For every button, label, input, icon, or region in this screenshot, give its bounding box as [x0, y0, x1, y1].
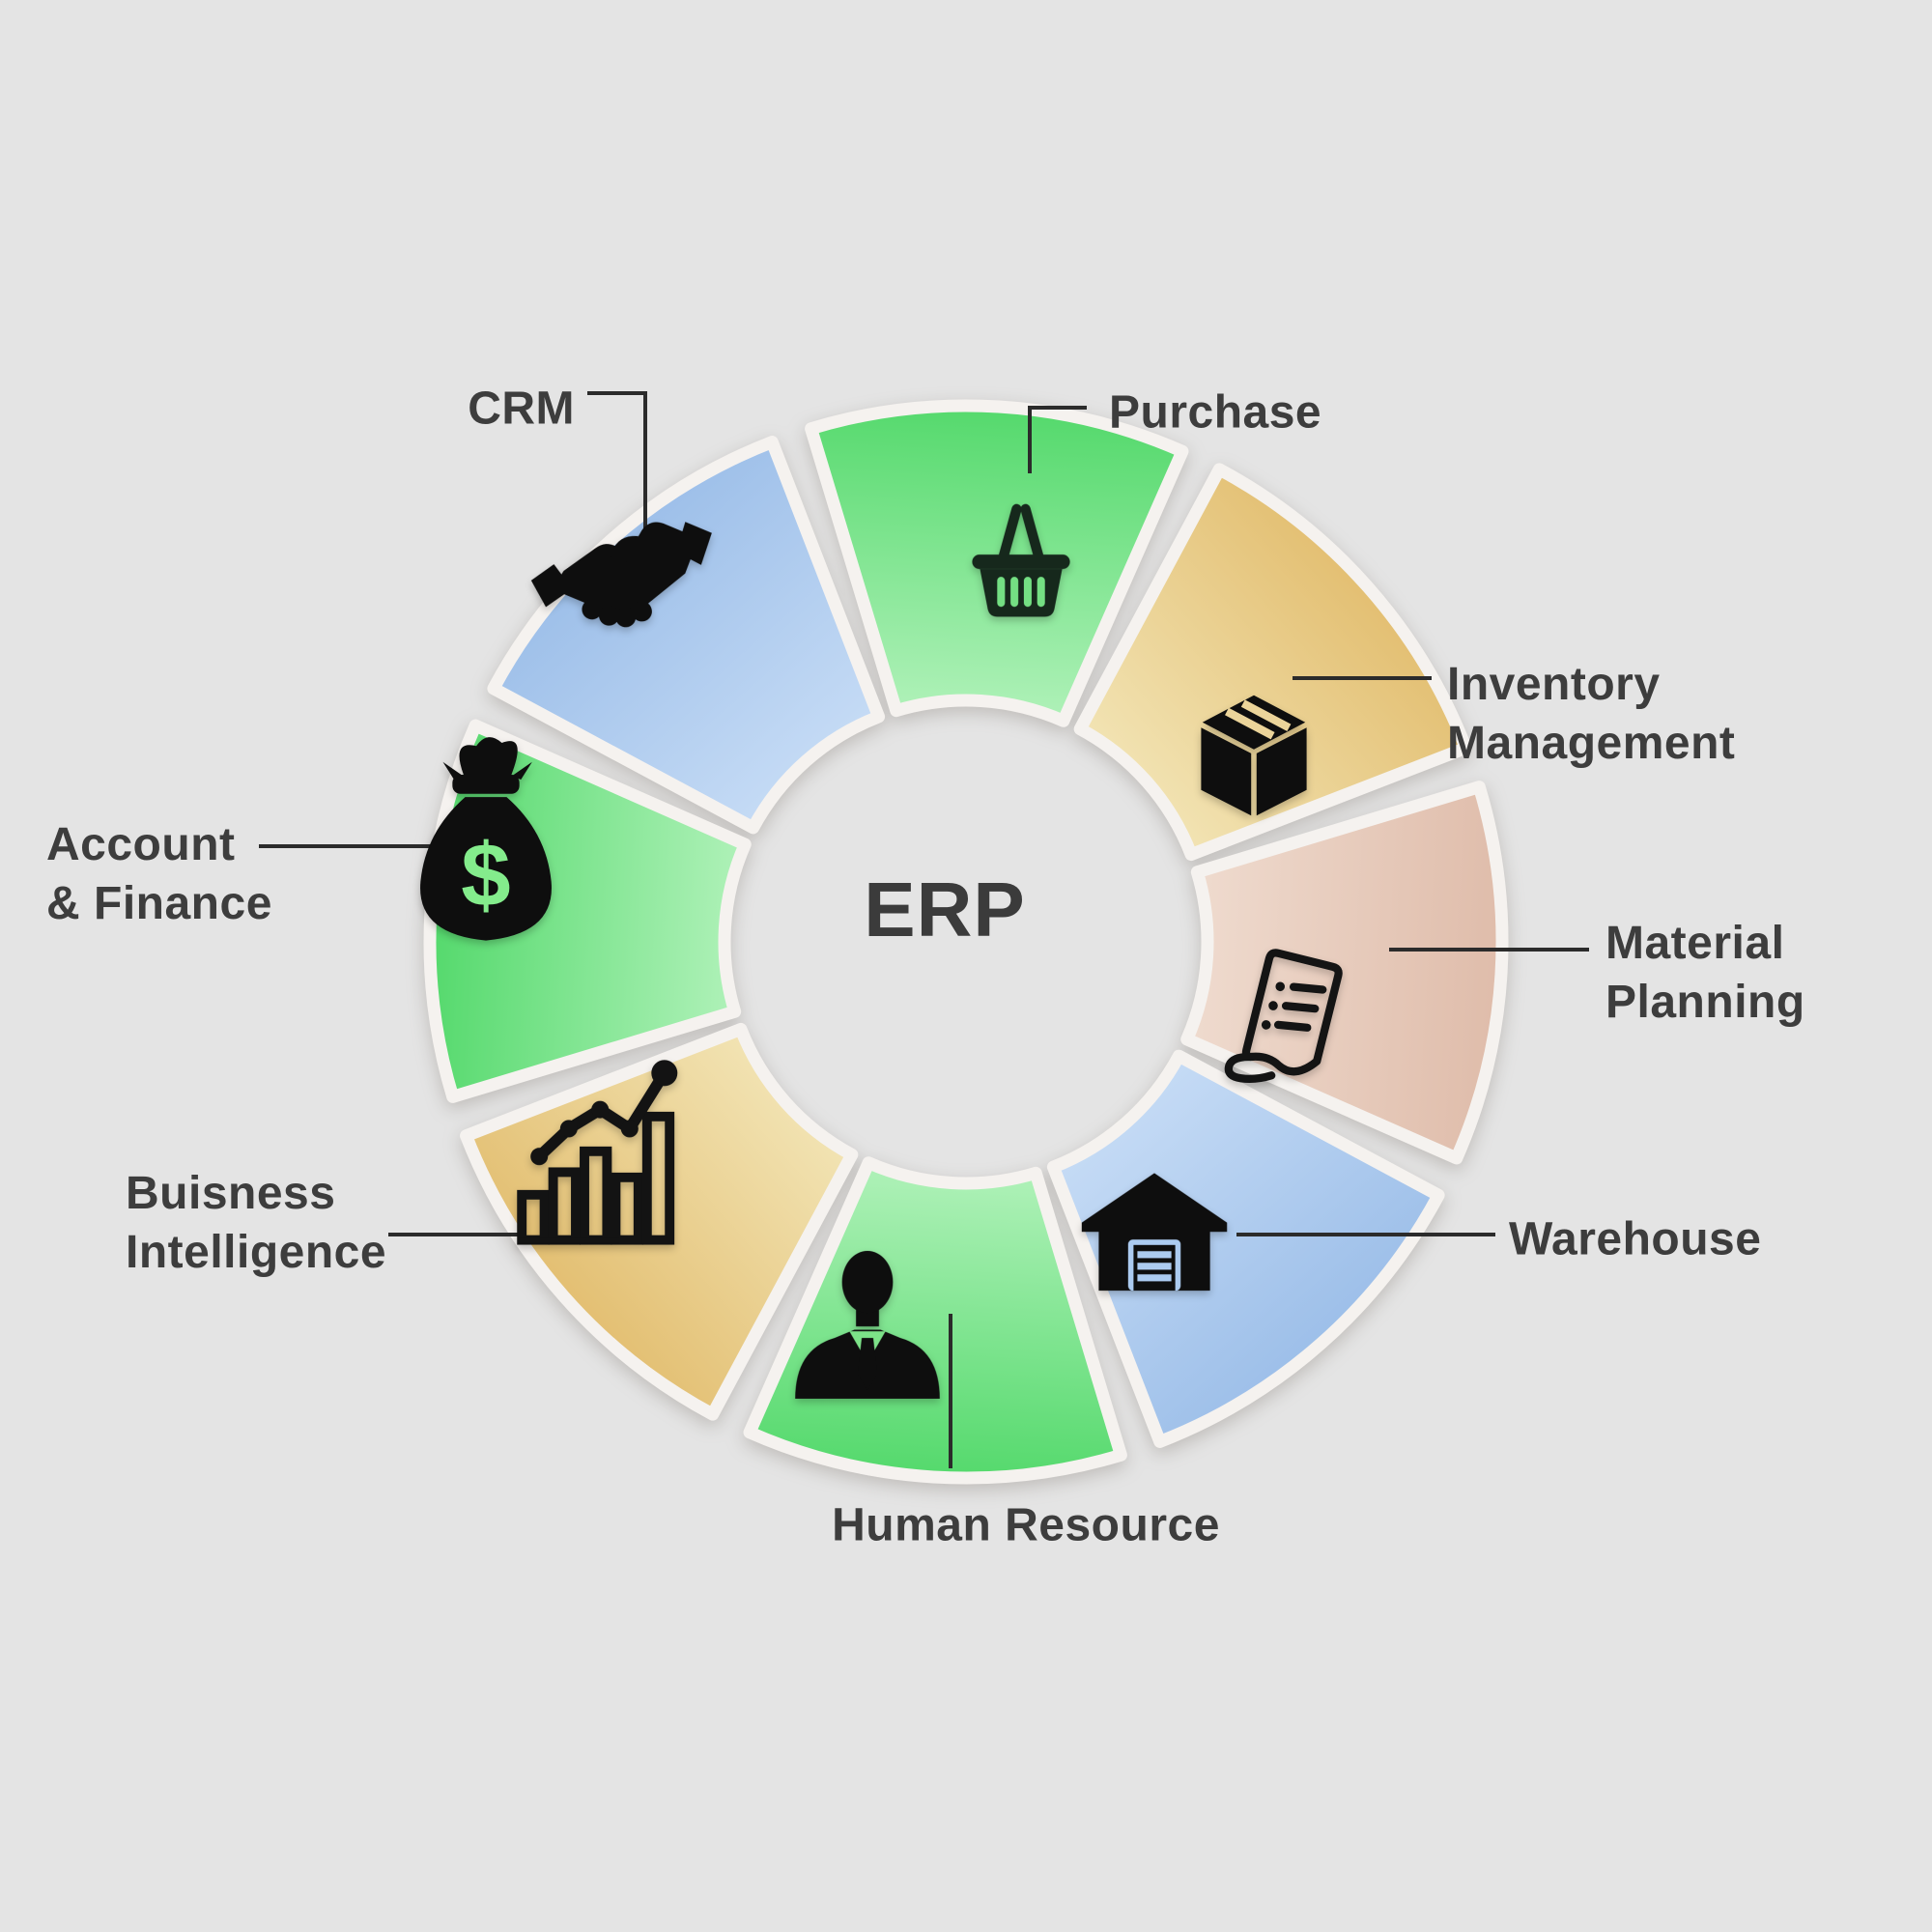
connector-crm [587, 391, 647, 541]
erp-center-title: ERP [864, 867, 1026, 952]
shopping-basket-icon [972, 503, 1070, 617]
svg-text:$: $ [461, 824, 510, 924]
segment-warehouse [1046, 1049, 1445, 1448]
icons-layer: $ [420, 503, 1343, 1399]
label-inventory-management: Inventory Management [1447, 659, 1736, 769]
label-human-resource: Human Resource [832, 1499, 1220, 1551]
label-business-intelligence: Buisness Intelligence [126, 1168, 387, 1278]
label-warehouse: Warehouse [1509, 1213, 1762, 1265]
handshake-icon [530, 522, 712, 628]
connector-purchase [1028, 406, 1087, 473]
segments-layer [423, 399, 1509, 1485]
segment-material-planning [1180, 781, 1509, 1165]
label-account-finance: Account & Finance [46, 819, 272, 929]
label-material-planning: Material Planning [1605, 918, 1805, 1028]
warehouse-icon [1081, 1173, 1228, 1291]
segment-human-resource [743, 1156, 1127, 1485]
bar-chart-icon [517, 1060, 678, 1245]
segment-crm [487, 436, 886, 835]
businessman-icon [795, 1250, 940, 1399]
box-icon [1201, 695, 1307, 816]
label-crm: CRM [468, 383, 575, 435]
document-list-icon [1224, 949, 1343, 1083]
segment-inventory-management [1073, 463, 1472, 862]
money-bag-icon: $ [420, 737, 552, 941]
label-purchase: Purchase [1109, 386, 1322, 439]
connector-layer [259, 391, 1589, 1468]
